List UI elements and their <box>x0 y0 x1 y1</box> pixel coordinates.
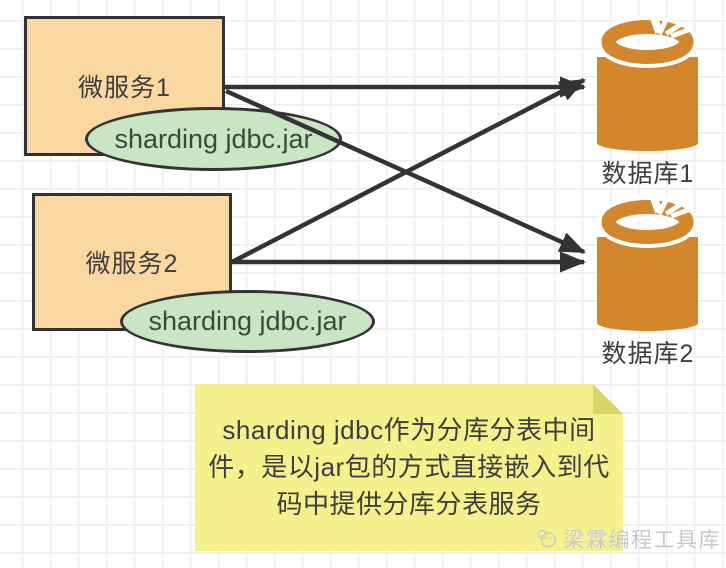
watermark: 梁霖编程工具库 <box>536 520 721 558</box>
microservice-2-label: 微服务2 <box>85 250 179 278</box>
sharding-jar-badge-1: sharding jdbc.jar <box>85 107 342 171</box>
database-2-label: 数据库2 <box>601 340 695 368</box>
sharding-jar-1-label: sharding jdbc.jar <box>114 123 313 154</box>
sharding-jar-badge-2: sharding jdbc.jar <box>120 290 375 353</box>
database-1-label: 数据库1 <box>601 160 695 188</box>
database-2-icon <box>597 198 698 331</box>
arrow-svc2-db1 <box>230 78 586 264</box>
sticky-note: sharding jdbc作为分库分表中间 件，是以jar包的方式直接嵌入到代 … <box>195 384 623 551</box>
microservice-1-label: 微服务1 <box>78 74 171 102</box>
note-line-1: sharding jdbc作为分库分表中间 <box>222 415 596 445</box>
database-1-icon <box>597 18 698 151</box>
watermark-logo-icon <box>537 529 556 548</box>
sticky-note-text: sharding jdbc作为分库分表中间 件，是以jar包的方式直接嵌入到代 … <box>195 412 623 523</box>
note-line-3: 码中提供分库分表服务 <box>276 489 542 519</box>
note-line-2: 件，是以jar包的方式直接嵌入到代 <box>208 452 610 482</box>
watermark-text: 梁霖编程工具库 <box>563 529 721 552</box>
sharding-jar-2-label: sharding jdbc.jar <box>148 306 347 336</box>
